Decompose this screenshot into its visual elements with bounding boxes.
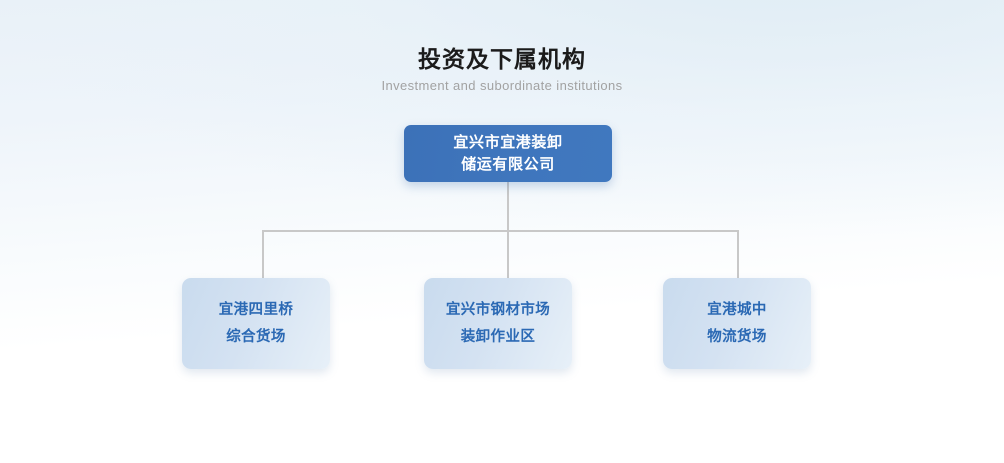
org-node-child-1-label-line1: 宜港四里桥	[218, 301, 294, 318]
org-node-child-2-label-line2: 装卸作业区	[460, 328, 536, 345]
connector-drop-child-2	[507, 230, 509, 279]
org-node-root-label-line2: 储运有限公司	[461, 155, 555, 173]
org-node-child-2[interactable]: 宜兴市钢材市场 装卸作业区	[424, 278, 572, 369]
org-node-child-1[interactable]: 宜港四里桥 综合货场	[182, 278, 330, 369]
org-node-child-3-label: 宜港城中 物流货场	[707, 297, 767, 351]
org-node-child-3-label-line1: 宜港城中	[707, 301, 767, 318]
connector-drop-child-3	[737, 230, 739, 279]
connector-drop-child-1	[262, 230, 264, 279]
org-node-child-3[interactable]: 宜港城中 物流货场	[663, 278, 811, 369]
org-node-child-2-label: 宜兴市钢材市场 装卸作业区	[446, 297, 550, 351]
connector-root-stem	[507, 181, 509, 232]
org-node-root[interactable]: 宜兴市宜港装卸 储运有限公司	[404, 125, 612, 182]
page-subtitle: Investment and subordinate institutions	[381, 78, 623, 93]
page-title: 投资及下属机构	[418, 46, 586, 72]
org-children-row: 宜港四里桥 综合货场 宜兴市钢材市场 装卸作业区 宜港城中 物流货场	[0, 278, 1004, 370]
page-heading: 投资及下属机构 Investment and subordinate insti…	[0, 44, 1004, 94]
org-node-root-label-line1: 宜兴市宜港装卸	[453, 133, 563, 151]
org-node-child-1-label-line2: 综合货场	[226, 328, 286, 345]
org-node-child-3-label-line2: 物流货场	[707, 328, 767, 345]
org-node-child-2-label-line1: 宜兴市钢材市场	[445, 301, 551, 318]
connector-horizontal-bus	[262, 230, 739, 232]
org-node-root-label: 宜兴市宜港装卸 储运有限公司	[453, 132, 562, 176]
org-node-child-1-label: 宜港四里桥 综合货场	[219, 297, 294, 351]
